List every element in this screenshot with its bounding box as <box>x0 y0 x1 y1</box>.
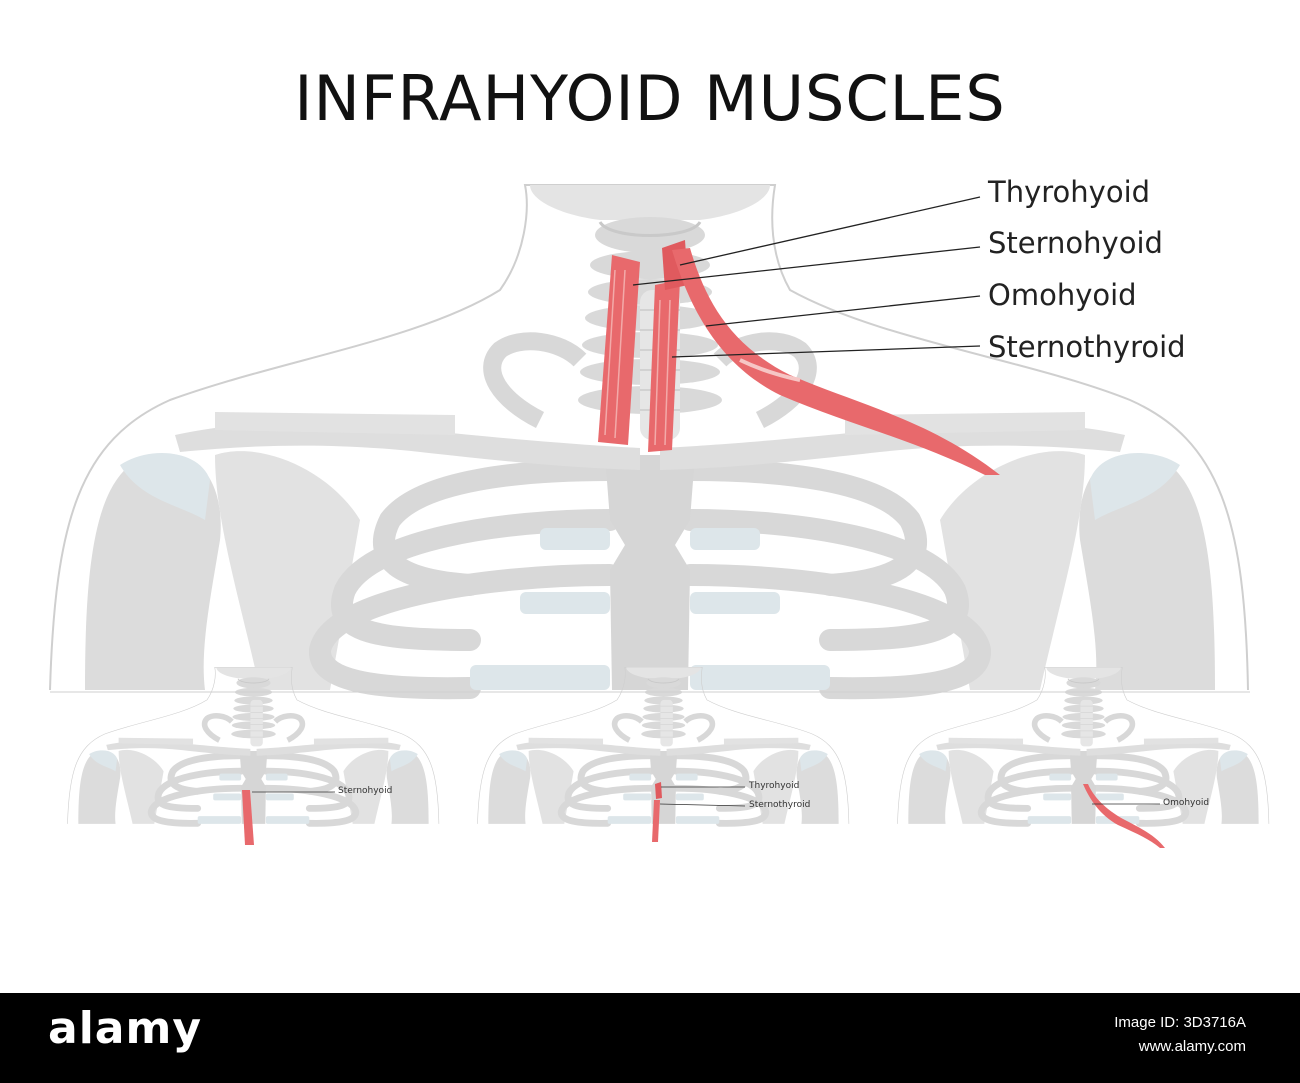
footer-url: www.alamy.com <box>1138 1038 1246 1055</box>
panel3-omohyoid-muscle <box>1083 784 1165 848</box>
anatomy-illustration <box>0 0 1300 848</box>
footer-bar: alamy Image ID: 3D3716A www.alamy.com <box>0 993 1300 1083</box>
panel1-label-sternohyoid: Sternohyoid <box>338 786 393 796</box>
panel2-sternothyroid-muscle <box>652 800 660 842</box>
label-sternohyoid: Sternohyoid <box>988 226 1163 260</box>
label-omohyoid: Omohyoid <box>988 278 1137 312</box>
sternohyoid-muscle-left <box>598 255 640 445</box>
brand-logo: alamy <box>48 1003 202 1054</box>
omohyoid-muscle <box>672 248 1000 475</box>
label-thyrohyoid: Thyrohyoid <box>988 175 1151 209</box>
main-muscles <box>598 240 1000 475</box>
panel2-thyrohyoid-muscle <box>655 782 662 799</box>
footer-info: Image ID: 3D3716A www.alamy.com <box>1114 1011 1246 1059</box>
panel2-label-thyrohyoid: Thyrohyoid <box>749 781 800 791</box>
label-sternothyroid: Sternothyroid <box>988 330 1186 364</box>
page-title: INFRAHYOID MUSCLES <box>294 62 1006 135</box>
main-leader-lines <box>632 196 981 358</box>
panel-omohyoid <box>898 667 1269 824</box>
panel3-label-omohyoid: Omohyoid <box>1163 798 1210 808</box>
panel1-sternohyoid-muscle <box>242 790 254 845</box>
panel2-label-sternothyroid: Sternothyroid <box>749 800 811 810</box>
image-id: Image ID: 3D3716A <box>1114 1014 1246 1031</box>
